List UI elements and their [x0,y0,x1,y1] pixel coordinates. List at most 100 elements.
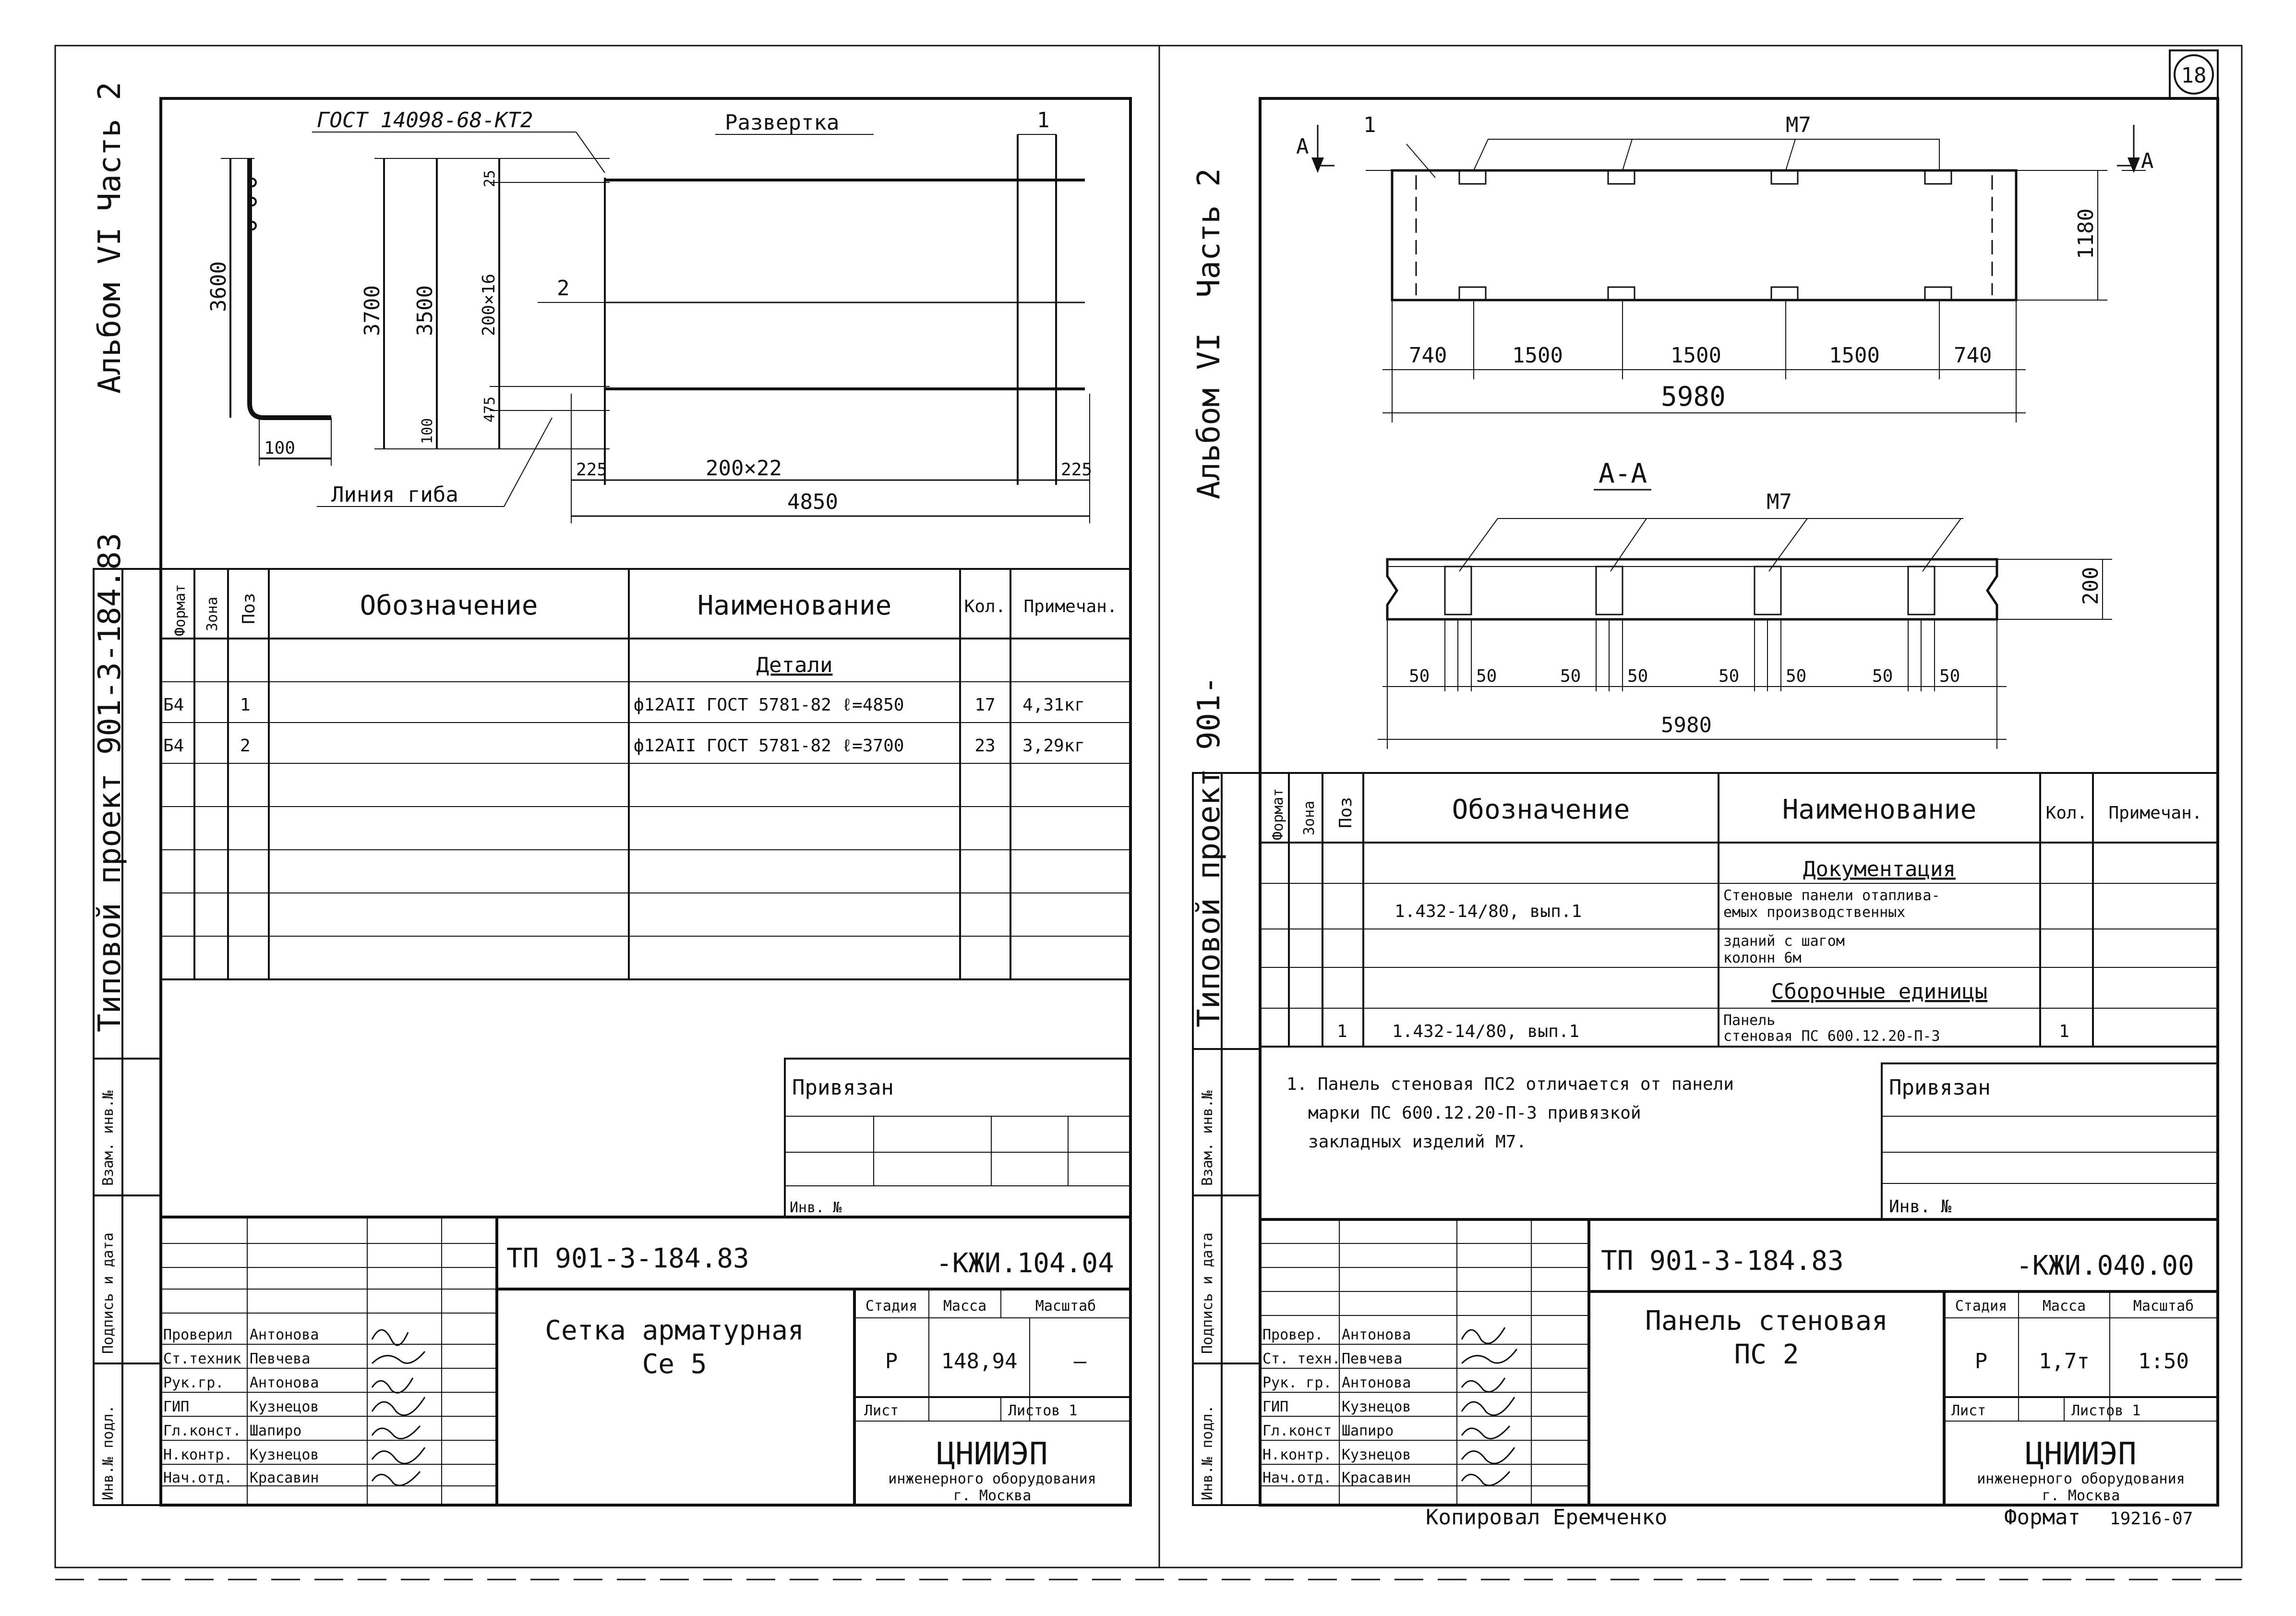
dim-225a: 225 [576,460,607,480]
dim-row-0: 740 [1409,343,1447,368]
format-code: 19216-07 [2110,1509,2193,1529]
right-staff-name-4: Кузнецов [1342,1399,1411,1415]
right-staff-role-7: Нач.отд. [1262,1470,1332,1486]
right-spec-h-qty: Кол. [2046,803,2088,823]
right-stadia: Р [1975,1349,1988,1374]
right-margin-podpis: Подпись и дата [1199,1232,1216,1354]
left-margin-project: Типовой проект 901-3-184.83 [92,533,128,1032]
left-code-right: -КЖИ.104.04 [936,1248,1114,1279]
left-code-left: ТП 901-3-184.83 [506,1243,749,1274]
left-margin-inv: Инв.№ подл. [100,1405,117,1500]
dim-1180: 1180 [2074,208,2098,259]
left-spec-h-designation: Обозначение [360,590,538,621]
left-staff-name-6: Кузнецов [250,1447,319,1463]
left-listov-h: Листов 1 [1008,1402,1078,1419]
right-spec-h-zona: Зона [1301,801,1318,835]
right-spec-h-poz: Поз [1336,797,1356,828]
right-org-name: ЦНИИЭП [2025,1436,2136,1472]
left-staff-role-5: Гл.конст. [163,1423,241,1439]
left-inv-no: Инв. № [790,1199,841,1216]
right-list-h: Лист [1951,1402,1986,1419]
dim-200x22: 200×22 [706,456,782,481]
right-spec-section-2: Сборочные единицы [1771,979,1987,1004]
right-unit-qty: 1 [2059,1022,2069,1041]
dim-5980: 5980 [1661,381,1726,412]
dim-row-1: 1500 [1512,343,1563,368]
left-item-name-1: Сетка арматурная [545,1315,804,1346]
left-margin-album: Альбом VI [92,227,128,394]
section-aa-title: А-А [1599,458,1647,489]
right-stadia-h: Стадия [1955,1298,2007,1315]
dim-475: 475 [481,397,498,422]
left-spec-h-poz: Поз [239,593,259,624]
left-masshtab: – [1074,1349,1087,1374]
left-item-name-2: Се 5 [642,1349,707,1380]
right-spec-h-format: Формат [1270,788,1286,840]
left-spec-section: Детали [757,653,833,677]
right-item-name-1: Панель стеновая [1645,1305,1888,1337]
dim-50-1: 50 [1476,666,1497,686]
right-listov-h: Листов 1 [2071,1402,2141,1419]
left-staff-name-5: Шапиро [250,1423,301,1439]
dim-225b: 225 [1061,460,1092,480]
right-staff-name-3: Антонова [1342,1375,1411,1391]
right-item-name-2: ПС 2 [1734,1339,1799,1370]
left-margin-podpis: Подпись и дата [100,1232,117,1354]
right-staff-name-5: Шапиро [1342,1423,1394,1439]
dim-row-4: 740 [1954,343,1992,368]
dim-50-5: 50 [1786,666,1806,686]
note-line-2: марки ПС 600.12.20-П-3 привязкой [1308,1103,1641,1123]
left-org-sub2: г. Москва [953,1487,1032,1504]
left-spec-h-zona: Зона [204,597,221,631]
right-staff-role-2: Ст. техн. [1262,1351,1341,1367]
razvertka-title: Развертка [725,110,839,135]
left-row1-name: ф12АII ГОСТ 5781-82 ℓ=4850 [634,695,904,715]
right-staff-role-6: Н.контр. [1262,1447,1332,1463]
right-doc-name-2: емых производственных [1723,904,1905,921]
left-row1-qty: 17 [974,695,995,715]
right-code-right: -КЖИ.040.00 [2016,1250,2194,1281]
right-privyazan: Привязан [1889,1075,1991,1100]
bend-line-label: Линия гиба [331,482,458,507]
copied-by: Копировал Еремченко [1426,1505,1667,1530]
left-stadia-h: Стадия [866,1298,917,1315]
pos-1-label: 1 [1037,108,1050,133]
right-inv-no: Инв. № [1889,1197,1951,1217]
left-spec-h-note: Примечан. [1023,597,1117,616]
right-unit-pos: 1 [1337,1022,1347,1041]
right-doc-name-3: зданий с шагом [1723,933,1845,950]
dim-100b: 100 [419,418,436,444]
left-margin-part: Часть 2 [92,82,128,211]
left-staff-role-6: Н.контр. [163,1447,233,1463]
dim-50-7: 50 [1939,666,1960,686]
left-row2-note: 3,29кг [1022,736,1085,756]
m7-section-label: М7 [1767,490,1792,514]
right-doc-name-4: колонн 6м [1723,950,1802,966]
note-line-3: закладных изделий М7. [1308,1132,1527,1152]
left-privyazan: Привязан [792,1075,894,1100]
left-row1-note: 4,31кг [1022,695,1085,715]
left-staff-role-1: Проверил [163,1327,233,1343]
dim-200x16: 200×16 [479,274,499,336]
m7-top-label: М7 [1786,113,1811,137]
left-staff-name-1: Антонова [250,1327,319,1343]
right-staff-role-3: Рук. гр. [1262,1375,1332,1391]
dim-3500: 3500 [413,285,437,336]
right-staff-name-6: Кузнецов [1342,1447,1411,1463]
right-doc-designation: 1.432-14/80, вып.1 [1394,902,1582,921]
left-org-name: ЦНИИЭП [937,1436,1047,1472]
dim-3600: 3600 [206,261,231,312]
right-unit-designation: 1.432-14/80, вып.1 [1392,1022,1579,1041]
right-margin-inv: Инв.№ подл. [1199,1405,1216,1500]
section-mark-a-left: А [1296,134,1309,159]
left-masshtab-h: Масштаб [1035,1298,1096,1315]
right-spec-h-name: Наименование [1782,794,1977,825]
right-unit-name-2: стеновая ПС 600.12.20-П-3 [1723,1028,1940,1045]
dim-row-3: 1500 [1829,343,1880,368]
left-org-sub1: инженерного оборудования [888,1471,1096,1487]
right-org-sub1: инженерного оборудования [1977,1471,2185,1487]
pos-2-label: 2 [557,276,570,301]
left-staff-name-2: Певчева [250,1351,310,1367]
right-staff-name-2: Певчева [1342,1351,1402,1367]
